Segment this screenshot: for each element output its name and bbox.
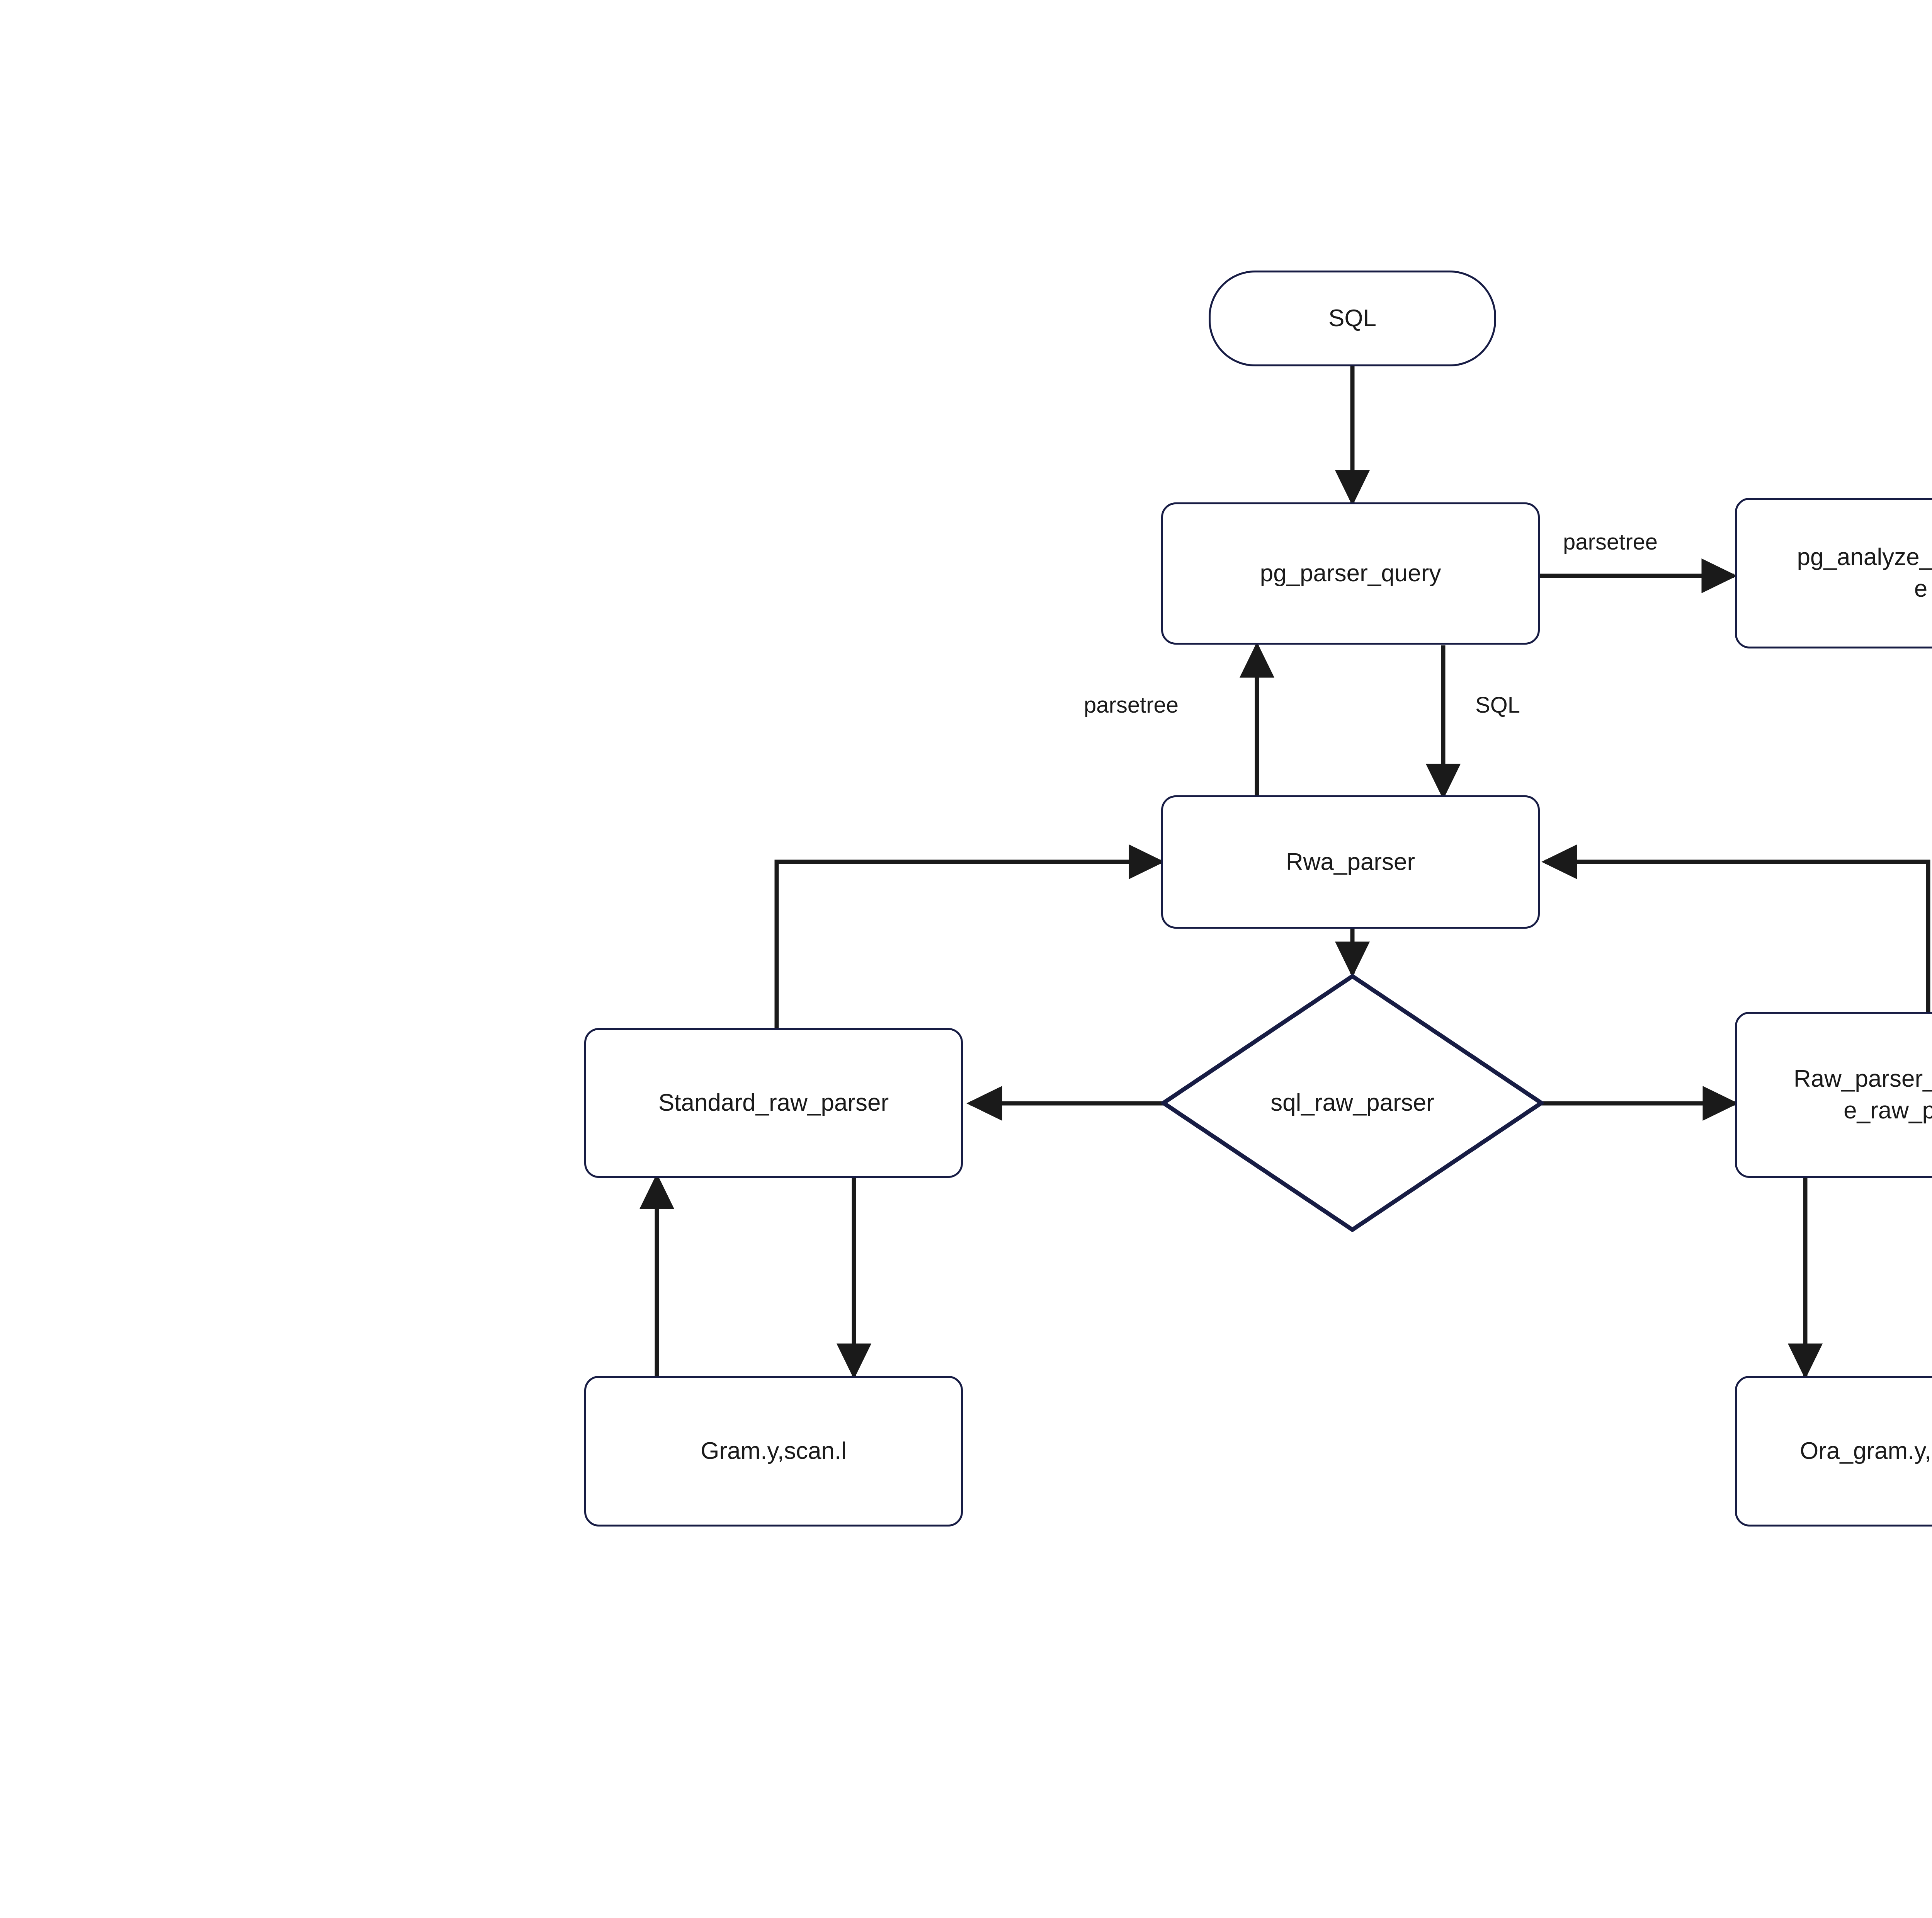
node-sql-input[interactable]: SQL bbox=[1209, 271, 1496, 366]
edge-label-sql-down: SQL bbox=[1475, 693, 1520, 718]
node-pg-analyze-and-rewrite-label: pg_analyze_and_rewrit e bbox=[1797, 544, 1932, 602]
node-standard-raw-parser-label: Standard_raw_parser bbox=[658, 1089, 889, 1116]
node-gram-scan-label: Gram.y,scan.l bbox=[701, 1438, 847, 1465]
node-pg-analyze-and-rewrite[interactable]: pg_analyze_and_rewrit e bbox=[1735, 498, 1932, 648]
edge-standard-to-rwa-parser bbox=[774, 844, 1165, 1028]
node-pg-parser-query-label: pg_parser_query bbox=[1260, 560, 1441, 587]
node-gram-scan[interactable]: Gram.y,scan.l bbox=[584, 1376, 963, 1527]
node-ora-gram-scan[interactable]: Ora_gram.y,ora_scan.l bbox=[1735, 1376, 1932, 1527]
edge-label-parsetree-to-analyze: parsetree bbox=[1563, 529, 1658, 555]
node-sql-input-label: SQL bbox=[1328, 305, 1377, 332]
node-rwa-parser[interactable]: Rwa_parser bbox=[1161, 795, 1540, 929]
node-raw-parser-hook-label: Raw_parser_hook(oracl e_raw_parser) bbox=[1793, 1065, 1932, 1124]
node-raw-parser-hook[interactable]: Raw_parser_hook(oracl e_raw_parser) bbox=[1735, 1012, 1932, 1178]
node-pg-parser-query[interactable]: pg_parser_query bbox=[1161, 502, 1540, 645]
edge-label-parsetree-up: parsetree bbox=[1084, 693, 1179, 718]
node-sql-raw-parser[interactable]: sql_raw_parser bbox=[1161, 974, 1544, 1232]
node-standard-raw-parser[interactable]: Standard_raw_parser bbox=[584, 1028, 963, 1178]
diamond-shape bbox=[1161, 974, 1544, 1232]
node-sql-raw-parser-label: sql_raw_parser bbox=[1270, 1089, 1434, 1116]
edge-hook-to-rwa-parser bbox=[1541, 844, 1930, 1013]
node-ora-gram-scan-label: Ora_gram.y,ora_scan.l bbox=[1800, 1438, 1932, 1465]
node-rwa-parser-label: Rwa_parser bbox=[1286, 848, 1415, 875]
